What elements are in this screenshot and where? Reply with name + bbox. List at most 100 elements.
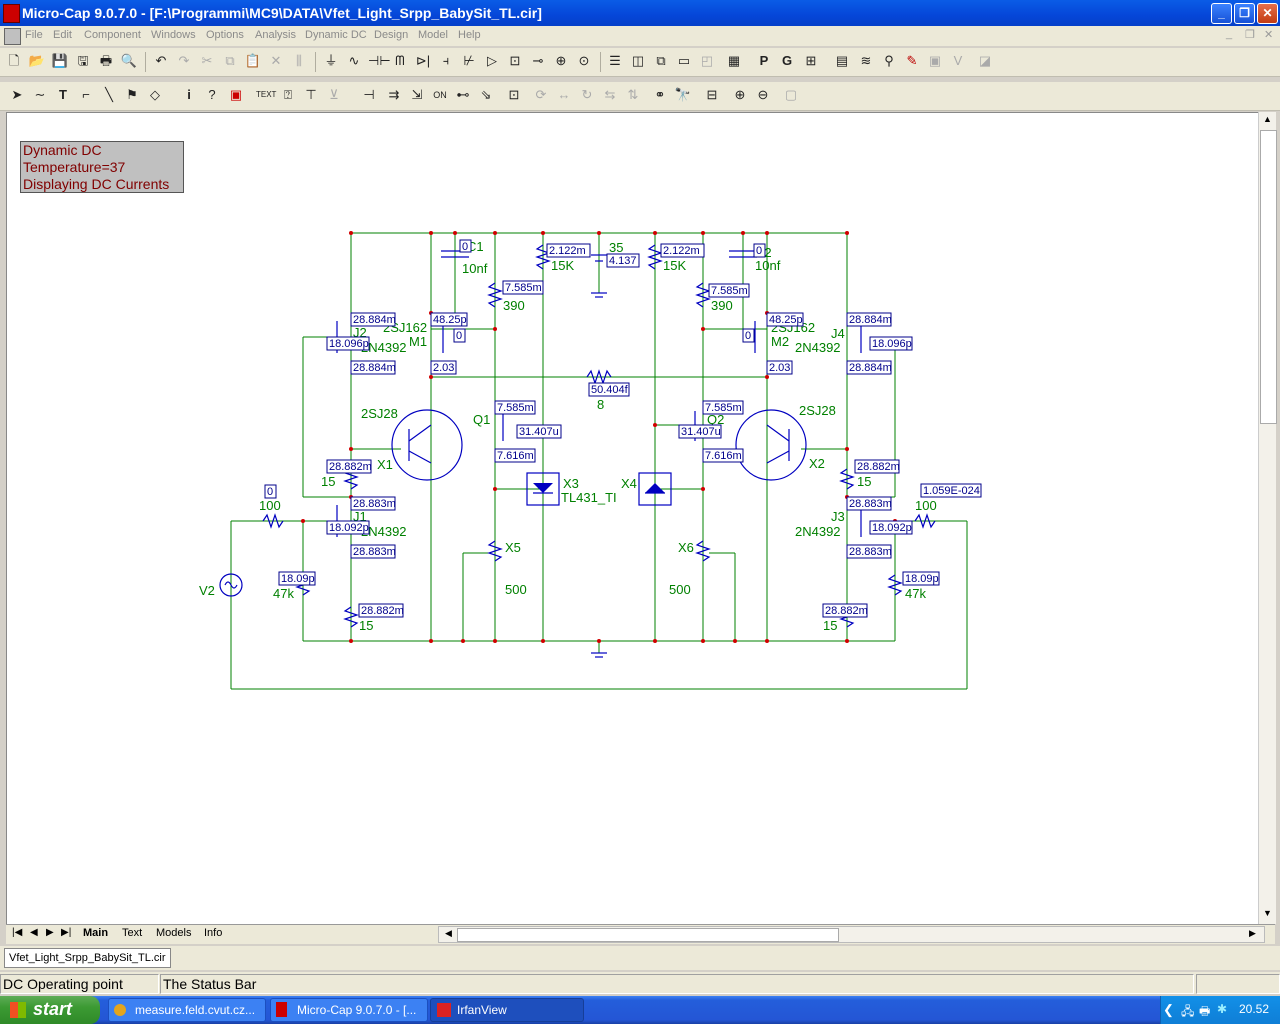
printer-icon[interactable]: 🖶 — [1199, 1004, 1211, 1018]
save-all-icon[interactable]: 🖫 — [77, 53, 89, 68]
node-numbers-icon[interactable]: ⍰ — [284, 87, 292, 102]
bind-icon[interactable]: ⚭ — [654, 87, 666, 102]
resistor-icon[interactable]: ∿ — [348, 53, 360, 68]
cascade-icon[interactable]: ⧉ — [656, 53, 666, 68]
split-icon[interactable]: ◰ — [700, 53, 714, 68]
wire-icon[interactable]: ⌐ — [82, 87, 90, 102]
prev-tab-icon[interactable]: ◀ — [30, 927, 38, 938]
tray-expand-icon[interactable]: ❮ — [1163, 1002, 1174, 1017]
window-icon[interactable]: ▭ — [677, 53, 691, 68]
select-all-icon[interactable]: ⫼ — [296, 53, 302, 68]
file-tab[interactable]: Vfet_Light_Srpp_BabySit_TL.cir — [4, 948, 171, 968]
zoom-out-icon[interactable]: ⊖ — [757, 87, 769, 102]
flip-v-icon[interactable]: ↻ — [581, 87, 593, 102]
menu-options[interactable]: Options — [206, 29, 244, 41]
opamp-icon[interactable]: ▷ — [487, 53, 497, 68]
menu-dynamic-dc[interactable]: Dynamic DC — [305, 29, 367, 41]
binoculars-icon[interactable]: 🔭 — [674, 87, 692, 102]
capacitor-icon[interactable]: ⊣⊢ — [368, 53, 391, 68]
wire-curve-icon[interactable]: ∼ — [34, 87, 46, 102]
copy-icon[interactable]: ⧉ — [225, 53, 235, 68]
current-source-icon[interactable]: ⊙ — [578, 53, 590, 68]
scroll-right-icon[interactable]: ▶ — [1249, 928, 1256, 938]
scroll-up-icon[interactable]: ▲ — [1263, 114, 1272, 124]
menu-component[interactable]: Component — [84, 29, 141, 41]
hscroll-thumb[interactable] — [457, 928, 839, 942]
first-tab-icon[interactable]: |◀ — [12, 927, 23, 938]
voltage-source-icon[interactable]: ⊕ — [555, 53, 567, 68]
export-icon[interactable]: ◪ — [978, 53, 992, 68]
last-tab-icon[interactable]: ▶| — [61, 927, 72, 938]
restore-button[interactable]: ❐ — [1234, 3, 1255, 24]
tab-info[interactable]: Info — [204, 927, 223, 939]
save-icon[interactable]: 💾 — [51, 53, 69, 68]
shapes-icon[interactable]: ◇ — [150, 87, 160, 102]
scroll-down-icon[interactable]: ▼ — [1263, 908, 1272, 918]
jumper-icon[interactable]: ⊸ — [532, 53, 544, 68]
menu-design[interactable]: Design — [374, 29, 409, 41]
flip-h-icon[interactable]: ↔ — [557, 87, 571, 102]
menu-file[interactable]: File — [25, 29, 43, 41]
flag-icon[interactable]: ⚑ — [126, 87, 138, 102]
image-icon[interactable]: ▣ — [928, 53, 942, 68]
mdi-minimize-icon[interactable]: _ — [1226, 28, 1233, 40]
next-tab-icon[interactable]: ▶ — [46, 927, 54, 938]
close-button[interactable]: ✕ — [1257, 3, 1278, 24]
cursor-icon[interactable]: ⇘ — [480, 87, 492, 102]
align-icon[interactable]: ⇅ — [627, 87, 639, 102]
task-microcap[interactable]: Micro-Cap 9.0.7.0 - [... — [270, 998, 428, 1022]
table-icon[interactable]: ▤ — [835, 53, 849, 68]
grid-line-icon[interactable]: ⊷ — [456, 87, 470, 102]
rotate-icon[interactable]: ⟳ — [535, 87, 547, 102]
waveform-icon[interactable]: ≋ — [860, 53, 872, 68]
task-irfanview[interactable]: IrfanView — [430, 998, 584, 1022]
tab-main[interactable]: Main — [83, 927, 109, 939]
info-icon[interactable]: i — [187, 87, 191, 102]
text-tool-icon[interactable]: T — [59, 87, 67, 102]
delete-icon[interactable]: ✕ — [270, 53, 282, 68]
task-browser[interactable]: measure.feld.cvut.cz... — [108, 998, 266, 1022]
pin-icon[interactable]: ⊣ — [363, 87, 375, 102]
current-arrows-icon[interactable]: ⇉ — [388, 87, 400, 102]
start-button[interactable]: start — [0, 996, 100, 1024]
open-file-icon[interactable]: 📂 — [28, 53, 46, 68]
paste-icon[interactable]: 📋 — [244, 53, 262, 68]
undo-icon[interactable]: ↶ — [155, 53, 167, 68]
camera-icon[interactable]: ▢ — [784, 87, 798, 102]
line-icon[interactable]: ╲ — [105, 87, 113, 102]
vi-icon[interactable]: V — [953, 53, 963, 68]
document-icon[interactable] — [4, 28, 21, 45]
component-color-icon[interactable]: ▣ — [229, 87, 243, 102]
menu-model[interactable]: Model — [418, 29, 448, 41]
tile-horizontal-icon[interactable]: ☰ — [609, 53, 621, 68]
help-icon[interactable]: ? — [208, 87, 216, 102]
g-icon[interactable]: G — [781, 53, 793, 68]
new-file-icon[interactable]: 🗋 — [8, 53, 20, 68]
macro-icon[interactable]: ⊡ — [509, 53, 521, 68]
currents-icon[interactable]: ⊻ — [329, 87, 339, 102]
browser-icon[interactable]: ⊞ — [805, 53, 817, 68]
menu-help[interactable]: Help — [458, 29, 481, 41]
horizontal-scrollbar[interactable]: ◀ ▶ — [438, 926, 1265, 943]
menu-edit[interactable]: Edit — [53, 29, 72, 41]
diode-icon[interactable]: ⊳| — [415, 53, 431, 68]
p-icon[interactable]: P — [759, 53, 769, 68]
voltages-icon[interactable]: ⊤ — [305, 87, 317, 102]
inductor-icon[interactable]: ᗰ — [395, 53, 405, 68]
scroll-left-icon[interactable]: ◀ — [445, 928, 452, 938]
menu-windows[interactable]: Windows — [151, 29, 196, 41]
tab-models[interactable]: Models — [156, 927, 192, 939]
minimize-button[interactable]: _ — [1211, 3, 1232, 24]
print-icon[interactable]: 🖶 — [99, 53, 113, 68]
print-preview-icon[interactable]: 🔍 — [120, 53, 138, 68]
ground-icon[interactable]: ⏚ — [324, 53, 338, 68]
mdi-close-icon[interactable]: ✕ — [1264, 29, 1274, 41]
mdi-restore-icon[interactable]: ❐ — [1245, 29, 1255, 41]
power-icon[interactable]: ⇲ — [411, 87, 423, 102]
cut-icon[interactable]: ✂ — [201, 53, 213, 68]
battery-icon[interactable]: ⫞ — [442, 53, 450, 68]
pen-icon[interactable]: ✎ — [906, 53, 918, 68]
tab-text[interactable]: Text — [122, 927, 143, 939]
app-icon[interactable] — [3, 4, 20, 23]
snapshot-icon[interactable]: ⊟ — [706, 87, 718, 102]
